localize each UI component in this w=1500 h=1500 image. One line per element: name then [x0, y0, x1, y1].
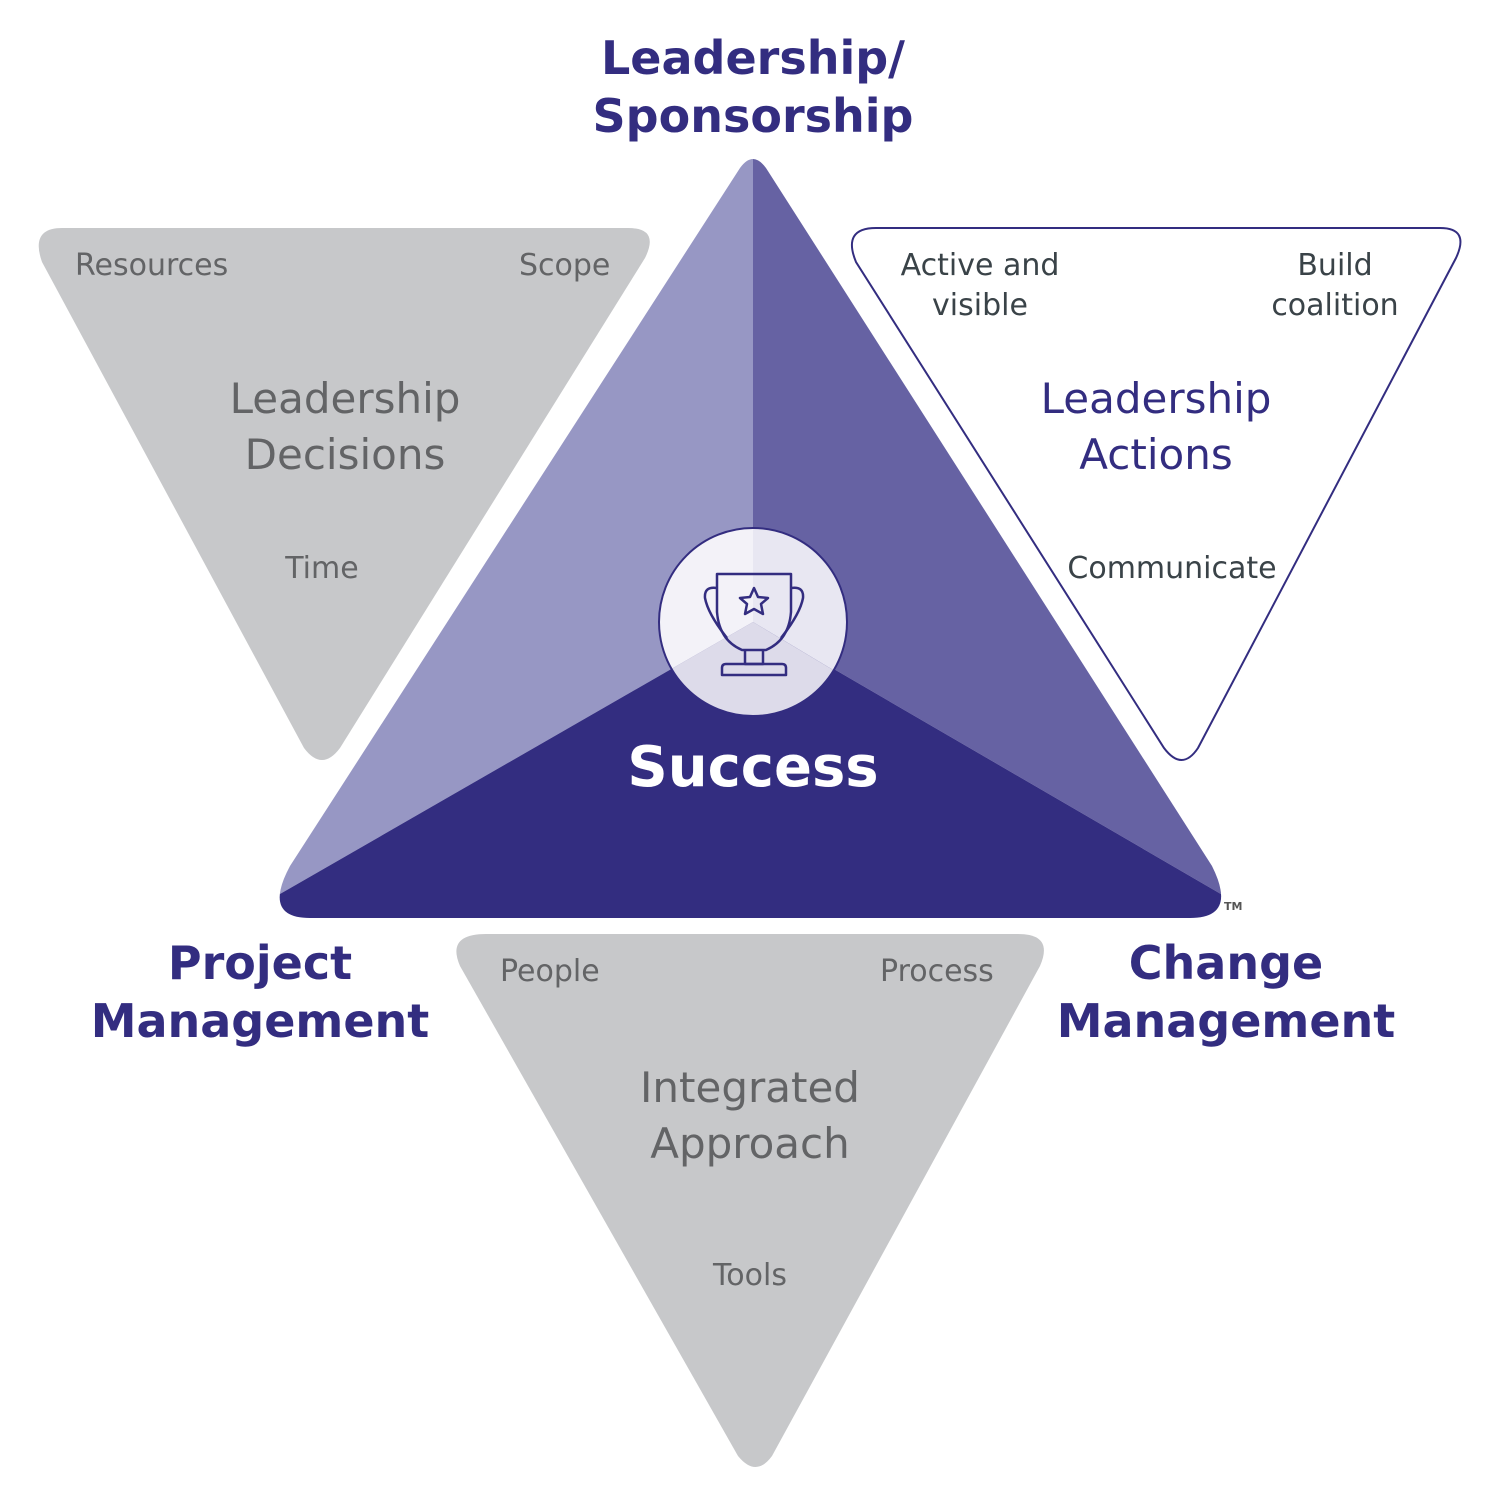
line2: coalition: [1271, 288, 1399, 323]
corner-label-scope: Scope: [519, 248, 611, 283]
center-circle: [658, 527, 848, 717]
integrated-approach-title: Integrated Approach: [600, 1060, 900, 1172]
corner-label-process: Process: [880, 954, 994, 989]
pillar-label-project-management: Project Management: [60, 934, 460, 1050]
pillar-right-line2: Management: [1056, 994, 1396, 1048]
corner-label-communicate: Communicate: [1067, 551, 1277, 586]
corner-label-people: People: [500, 954, 600, 989]
corner-label-active-visible: Active and visible: [880, 246, 1080, 326]
corner-label-time: Time: [285, 551, 359, 586]
corner-label-build-coalition: Build coalition: [1235, 246, 1435, 326]
pillar-label-leadership-sponsorship: Leadership/ Sponsorship: [553, 29, 953, 145]
corner-label-tools: Tools: [713, 1258, 787, 1293]
leadership-actions-triangle: [851, 227, 1462, 761]
title-line1: Leadership: [229, 374, 461, 423]
title-line1: Integrated: [640, 1063, 860, 1112]
leadership-actions-title: Leadership Actions: [1006, 371, 1306, 483]
line1: Active and: [900, 248, 1060, 283]
pillar-left-line2: Management: [90, 994, 430, 1048]
line2: visible: [932, 288, 1028, 323]
title-line2: Decisions: [244, 430, 446, 479]
trademark-mark: TM: [1224, 900, 1243, 913]
pillar-top-line2: Sponsorship: [592, 89, 914, 143]
leadership-decisions-title: Leadership Decisions: [195, 371, 495, 483]
corner-label-resources: Resources: [75, 248, 229, 283]
title-line1: Leadership: [1040, 374, 1272, 423]
pillar-right-line1: Change: [1128, 936, 1324, 990]
line1: Build: [1297, 248, 1373, 283]
trophy-star-icon: [703, 572, 805, 677]
integrated-approach-triangle: [456, 934, 1044, 1467]
success-label: Success: [627, 735, 879, 800]
pillar-top-line1: Leadership/: [601, 31, 905, 85]
title-line2: Actions: [1079, 430, 1233, 479]
pillar-label-change-management: Change Management: [1026, 934, 1426, 1050]
pillar-left-line1: Project: [167, 936, 353, 990]
title-line2: Approach: [650, 1119, 850, 1168]
leadership-decisions-triangle: [38, 228, 650, 760]
